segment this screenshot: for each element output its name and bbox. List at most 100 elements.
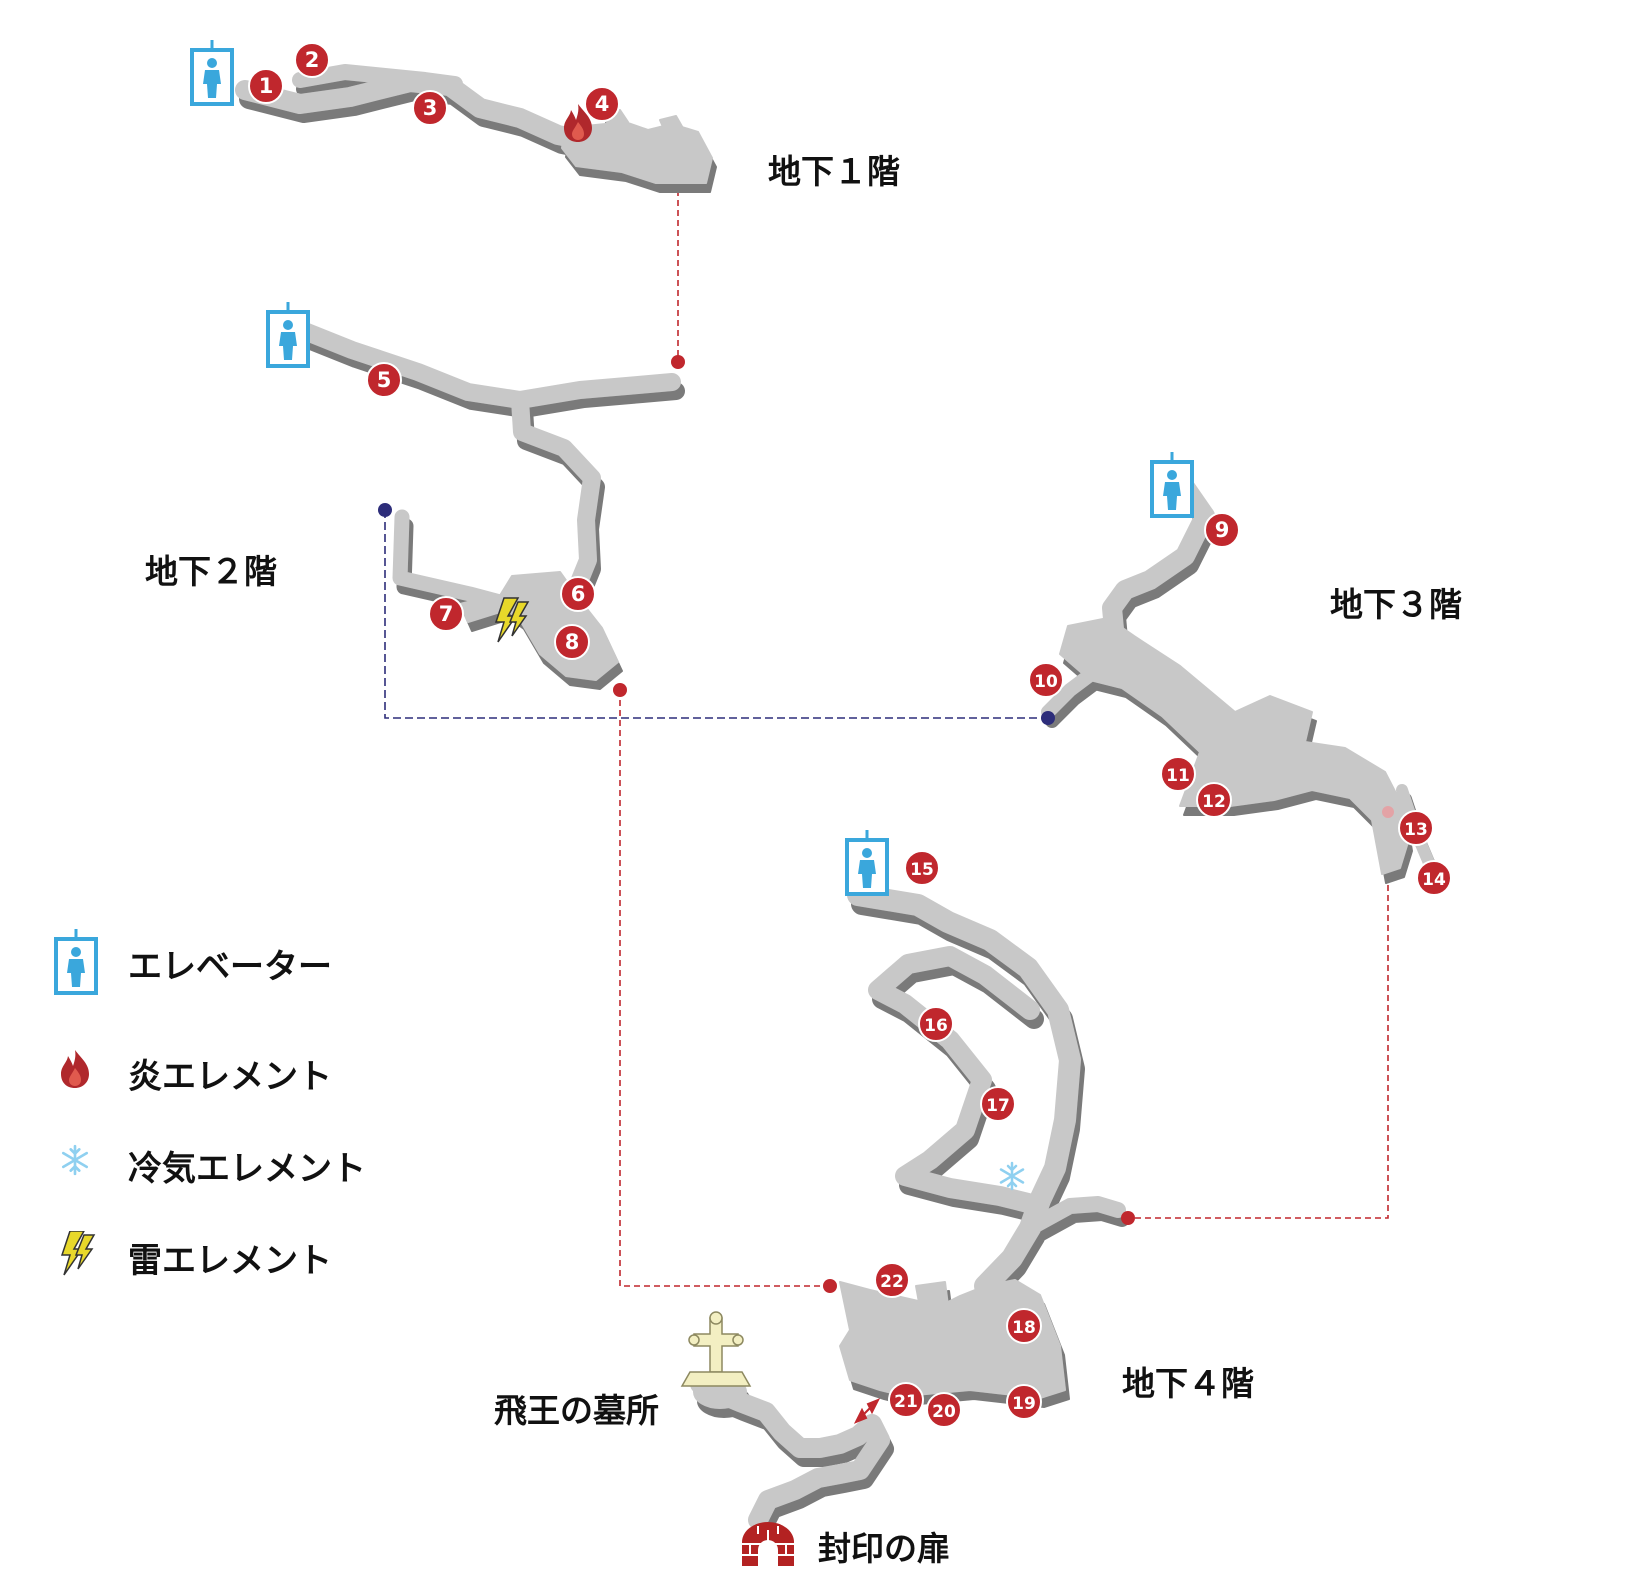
point-marker-14[interactable]: 14 bbox=[1416, 860, 1452, 896]
floor-links bbox=[384, 140, 1389, 1287]
link-dot bbox=[671, 355, 685, 369]
point-marker-7[interactable]: 7 bbox=[428, 596, 464, 632]
marker-number: 5 bbox=[377, 368, 392, 392]
marker-number: 20 bbox=[932, 1402, 956, 1422]
corridor-b4 bbox=[690, 884, 1126, 1530]
marker-circle bbox=[1204, 512, 1240, 548]
corridor-b2 bbox=[293, 321, 681, 681]
marker-number: 18 bbox=[1012, 1318, 1036, 1338]
snowflake-icon bbox=[999, 1161, 1025, 1191]
point-marker-19[interactable]: 19 bbox=[1006, 1384, 1042, 1420]
marker-number: 12 bbox=[1202, 792, 1226, 812]
point-marker-16[interactable]: 16 bbox=[918, 1006, 954, 1042]
marker-circle bbox=[428, 596, 464, 632]
point-marker-2[interactable]: 2 bbox=[294, 42, 330, 78]
floor-label-b4: 地下４階 bbox=[1122, 1364, 1254, 1403]
marker-number: 1 bbox=[259, 74, 274, 98]
elevator-icon[interactable] bbox=[1150, 450, 1194, 518]
legend-label: エレベーター bbox=[128, 947, 332, 987]
link-dot bbox=[613, 683, 627, 697]
point-marker-13[interactable]: 13 bbox=[1398, 810, 1434, 846]
marker-circle bbox=[1398, 810, 1434, 846]
marker-number: 19 bbox=[1012, 1394, 1036, 1414]
link-dots bbox=[378, 355, 1394, 1293]
elevator-icon[interactable] bbox=[190, 38, 234, 106]
marker-circle bbox=[248, 68, 284, 104]
fire-icon bbox=[61, 1050, 89, 1088]
marker-circle bbox=[980, 1086, 1016, 1122]
point-marker-9[interactable]: 9 bbox=[1204, 512, 1240, 548]
tomb-label: 飛王の墓所 bbox=[494, 1391, 659, 1430]
point-marker-12[interactable]: 12 bbox=[1196, 782, 1232, 818]
elevator-icon bbox=[54, 927, 98, 995]
marker-number: 22 bbox=[880, 1272, 904, 1292]
marker-circle bbox=[918, 1006, 954, 1042]
marker-number: 15 bbox=[910, 860, 934, 880]
marker-circle bbox=[1196, 782, 1232, 818]
floor-label-b2: 地下２階 bbox=[145, 552, 277, 591]
point-marker-17[interactable]: 17 bbox=[980, 1086, 1016, 1122]
marker-number: 17 bbox=[986, 1096, 1010, 1116]
snowflake-icon bbox=[61, 1144, 89, 1176]
marker-number: 8 bbox=[565, 630, 580, 654]
marker-number: 6 bbox=[571, 582, 586, 606]
marker-number: 16 bbox=[924, 1016, 948, 1036]
link-dot bbox=[378, 503, 392, 517]
link-b2-b3-blue bbox=[384, 510, 1048, 719]
marker-number: 13 bbox=[1404, 820, 1428, 840]
elevator-icon[interactable] bbox=[845, 828, 889, 896]
marker-circle bbox=[926, 1392, 962, 1428]
marker-circle bbox=[1416, 860, 1452, 896]
marker-circle bbox=[584, 86, 620, 122]
marker-number: 4 bbox=[595, 92, 610, 116]
point-marker-5[interactable]: 5 bbox=[366, 362, 402, 398]
point-marker-11[interactable]: 11 bbox=[1160, 756, 1196, 792]
point-marker-10[interactable]: 10 bbox=[1028, 662, 1064, 698]
point-marker-8[interactable]: 8 bbox=[554, 624, 590, 660]
lightning-icon bbox=[61, 1231, 95, 1276]
marker-circle bbox=[874, 1262, 910, 1298]
link-dot bbox=[1121, 1211, 1135, 1225]
corridor-b1 bbox=[235, 64, 713, 184]
link-dot bbox=[1041, 711, 1055, 725]
point-marker-15[interactable]: 15 bbox=[904, 850, 940, 886]
legend-label: 雷エレメント bbox=[128, 1241, 332, 1281]
point-marker-22[interactable]: 22 bbox=[874, 1262, 910, 1298]
marker-circle bbox=[1028, 662, 1064, 698]
marker-circle bbox=[1006, 1308, 1042, 1344]
point-marker-3[interactable]: 3 bbox=[412, 90, 448, 126]
marker-number: 3 bbox=[423, 96, 438, 120]
marker-number: 9 bbox=[1215, 518, 1230, 542]
link-b3-b4 bbox=[1128, 815, 1389, 1219]
marker-number: 2 bbox=[305, 48, 320, 72]
marker-number: 7 bbox=[439, 602, 454, 626]
tomb-cross-icon bbox=[680, 1311, 752, 1387]
link-dot bbox=[823, 1279, 837, 1293]
corridors bbox=[235, 64, 1438, 1530]
marker-circle bbox=[560, 576, 596, 612]
point-marker-21[interactable]: 21 bbox=[888, 1382, 924, 1418]
marker-number: 11 bbox=[1166, 766, 1190, 786]
sealed-door-icon bbox=[742, 1522, 794, 1566]
marker-number: 21 bbox=[894, 1392, 918, 1412]
marker-circle bbox=[366, 362, 402, 398]
corridor-b3 bbox=[1041, 470, 1438, 876]
point-marker-20[interactable]: 20 bbox=[926, 1392, 962, 1428]
point-marker-4[interactable]: 4 bbox=[584, 86, 620, 122]
legend-label: 冷気エレメント bbox=[128, 1149, 366, 1189]
floor-label-b1: 地下１階 bbox=[768, 152, 900, 191]
legend-label: 炎エレメント bbox=[128, 1057, 332, 1097]
marker-circle bbox=[904, 850, 940, 886]
elevator-icon[interactable] bbox=[266, 300, 310, 368]
marker-circle bbox=[412, 90, 448, 126]
marker-circle bbox=[1160, 756, 1196, 792]
point-marker-18[interactable]: 18 bbox=[1006, 1308, 1042, 1344]
marker-number: 14 bbox=[1422, 870, 1446, 890]
point-marker-1[interactable]: 1 bbox=[248, 68, 284, 104]
link-dot bbox=[1382, 806, 1394, 818]
passage-arrow-icon bbox=[853, 1398, 881, 1424]
point-marker-6[interactable]: 6 bbox=[560, 576, 596, 612]
marker-circle bbox=[554, 624, 590, 660]
